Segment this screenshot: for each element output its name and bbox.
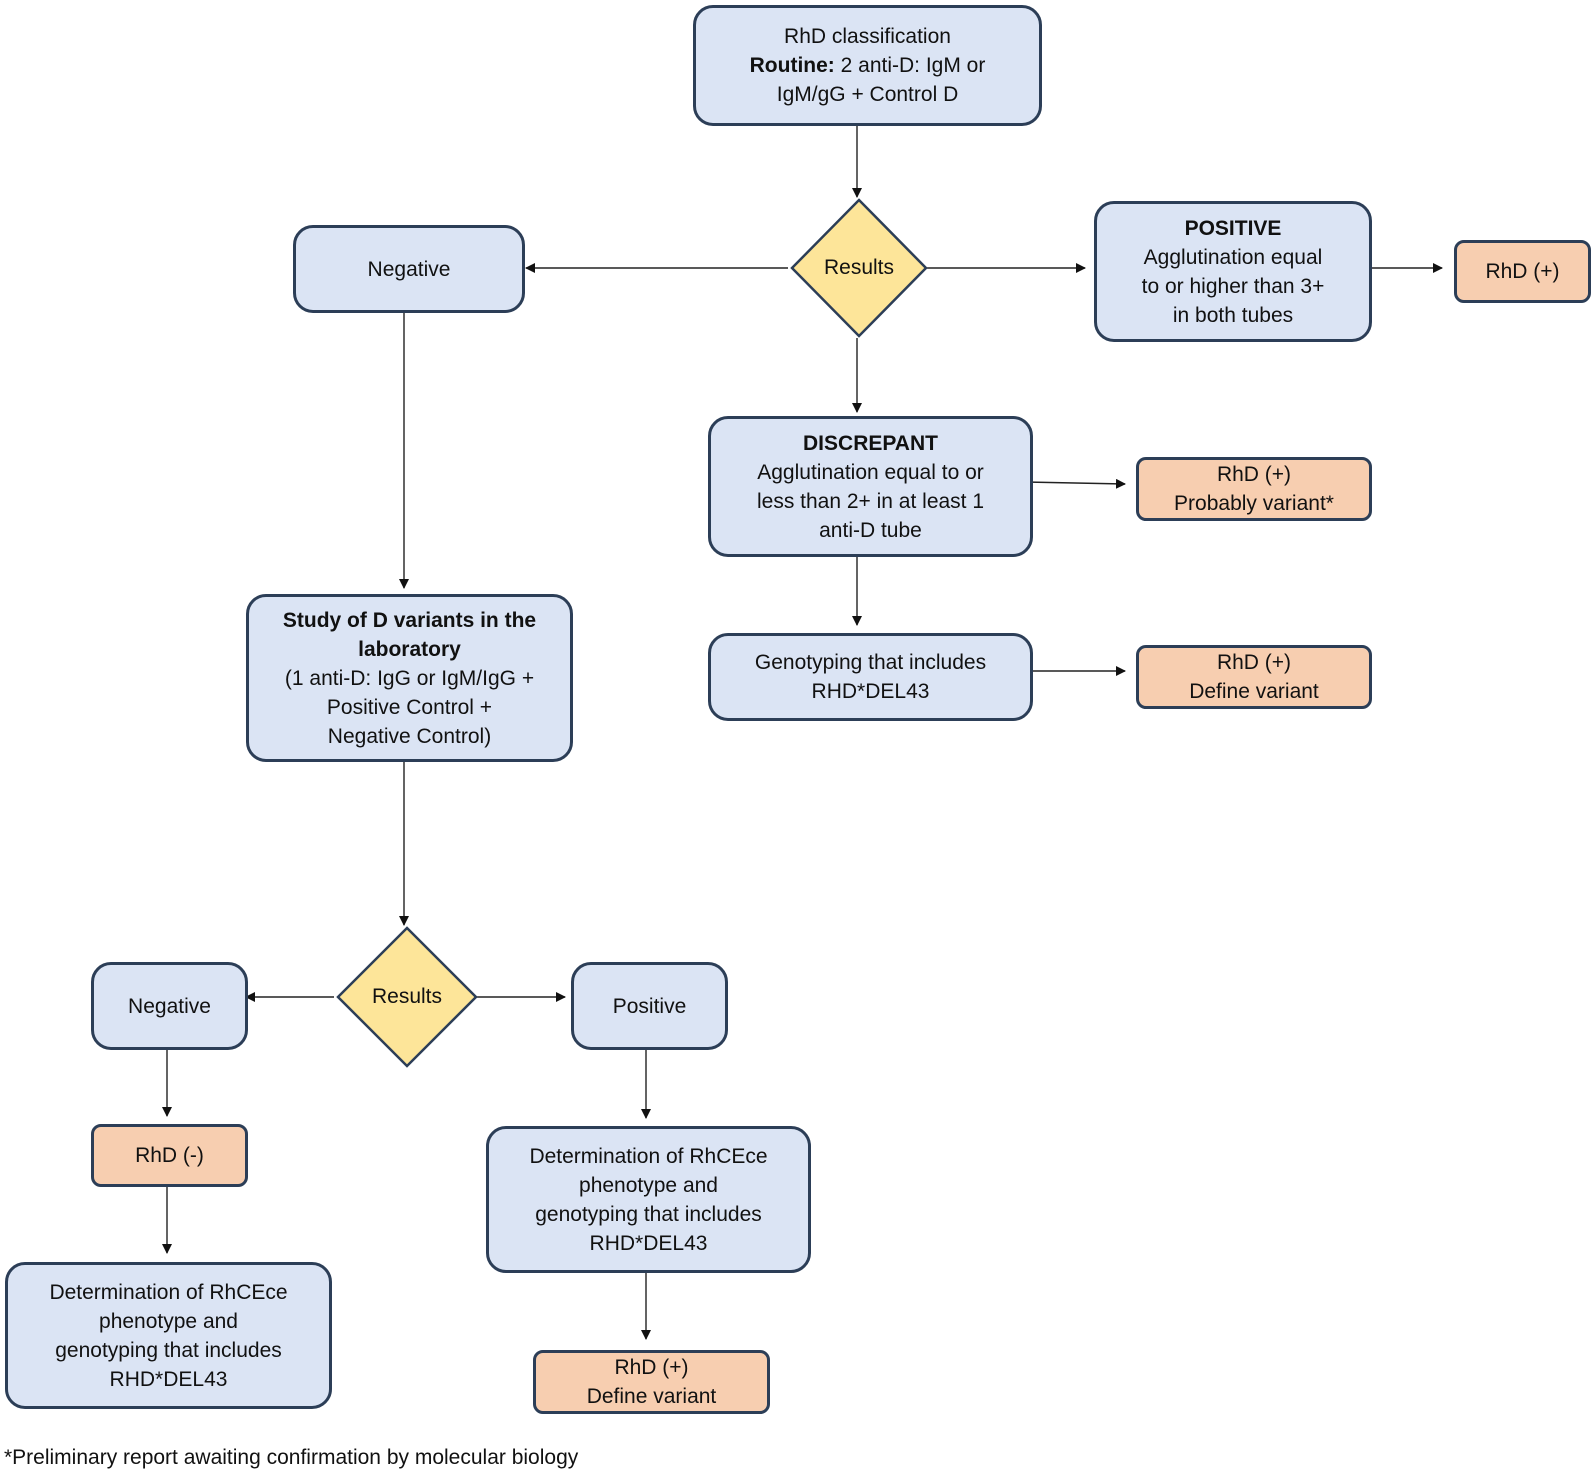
discrepant-box: DISCREPANT Agglutination equal to or les…: [708, 416, 1033, 557]
classification-line2: Routine: 2 anti-D: IgM or: [750, 51, 986, 80]
positive-title-text: POSITIVE: [1184, 216, 1282, 240]
determination-box-left: Determination of RhCEce phenotype and ge…: [5, 1262, 332, 1409]
positive-line2: to or higher than 3+: [1141, 274, 1325, 298]
discrepant-line1: Agglutination equal to or: [757, 460, 984, 484]
discrepant-title: DISCREPANT: [803, 429, 938, 458]
study-line2: Positive Control +: [326, 695, 493, 719]
rhd-positive-define-variant-top: RhD (+) Define variant: [1136, 645, 1372, 709]
results-decision-bottom: Results: [336, 926, 478, 1068]
positive-box: POSITIVE Agglutination equal to or highe…: [1094, 201, 1372, 342]
positive-title: POSITIVE: [1185, 214, 1282, 243]
define-top-line1: RhD (+): [1216, 651, 1292, 674]
probably-line1: RhD (+): [1216, 463, 1292, 486]
determination-right-line3: genotyping that includes: [535, 1202, 762, 1226]
negative-label-bottom: Negative: [128, 994, 211, 1018]
determination-left-line1: Determination of RhCEce: [49, 1280, 288, 1304]
determination-left-line4: RHD*DEL43: [109, 1367, 228, 1391]
determination-right-line4: RHD*DEL43: [589, 1231, 708, 1255]
rhd-positive-probably-variant: RhD (+) Probably variant*: [1136, 457, 1372, 521]
determination-left-line2: phenotype and: [99, 1309, 238, 1333]
negative-label-top: Negative: [367, 257, 451, 281]
determination-box-right: Determination of RhCEce phenotype and ge…: [486, 1126, 811, 1273]
classification-line3: IgM/gG + Control D: [776, 83, 959, 106]
genotyping-top-line1: Genotyping that includes: [754, 651, 987, 674]
probably-line2: Probably variant*: [1174, 492, 1334, 515]
arrow-discrepant-to-probably-variant: [1024, 478, 1126, 489]
discrepant-title-text: DISCREPANT: [803, 431, 938, 455]
positive-box-bottom: Positive: [571, 962, 728, 1050]
negative-box-bottom: Negative: [91, 962, 248, 1050]
study-of-d-variants-box: Study of D variants in the laboratory (1…: [246, 594, 573, 762]
positive-line1: Agglutination equal: [1143, 245, 1323, 269]
study-title1-text: Study of D variants in the: [282, 608, 537, 632]
positive-line3: in both tubes: [1172, 303, 1294, 327]
rhd-classification-box: RhD classification Routine: 2 anti-D: Ig…: [693, 5, 1042, 126]
study-title1: Study of D variants in the: [283, 606, 536, 635]
routine-label: Routine:: [749, 54, 835, 77]
determination-right-line2: phenotype and: [579, 1173, 718, 1197]
discrepant-line3: anti-D tube: [819, 518, 922, 542]
routine-text: 2 anti-D: IgM or: [834, 54, 986, 77]
rhd-negative-label: RhD (-): [135, 1144, 204, 1167]
rhd-positive-label-top: RhD (+): [1485, 260, 1560, 283]
results-decision-top: Results: [790, 198, 928, 338]
genotyping-top-line2: RHD*DEL43: [811, 680, 930, 703]
discrepant-line2: less than 2+ in at least 1: [756, 489, 985, 513]
classification-line1: RhD classification: [784, 25, 951, 48]
study-title2-text: laboratory: [358, 637, 461, 661]
diamond-shape: [336, 926, 478, 1068]
determination-right-line1: Determination of RhCEce: [529, 1144, 768, 1168]
footnote: *Preliminary report awaiting confirmatio…: [4, 1446, 579, 1469]
study-line3: Negative Control): [327, 724, 492, 748]
genotyping-box-top: Genotyping that includes RHD*DEL43: [708, 633, 1033, 721]
rhd-positive-define-variant-bottom: RhD (+) Define variant: [533, 1350, 770, 1414]
rhd-positive-result-top: RhD (+): [1454, 240, 1591, 303]
define-top-line2: Define variant: [1189, 680, 1319, 703]
rhd-negative-result: RhD (-): [91, 1124, 248, 1187]
define-bottom-line1: RhD (+): [614, 1356, 689, 1379]
positive-label-bottom: Positive: [612, 994, 687, 1018]
results-label-top: Results: [823, 256, 895, 279]
diamond-shape: [790, 198, 928, 338]
determination-left-line3: genotyping that includes: [55, 1338, 282, 1362]
negative-box-top: Negative: [293, 225, 525, 313]
results-label-bottom: Results: [371, 985, 443, 1008]
define-bottom-line2: Define variant: [586, 1385, 717, 1408]
study-line1: (1 anti-D: IgG or IgM/IgG +: [284, 666, 535, 690]
study-title2: laboratory: [358, 635, 461, 664]
